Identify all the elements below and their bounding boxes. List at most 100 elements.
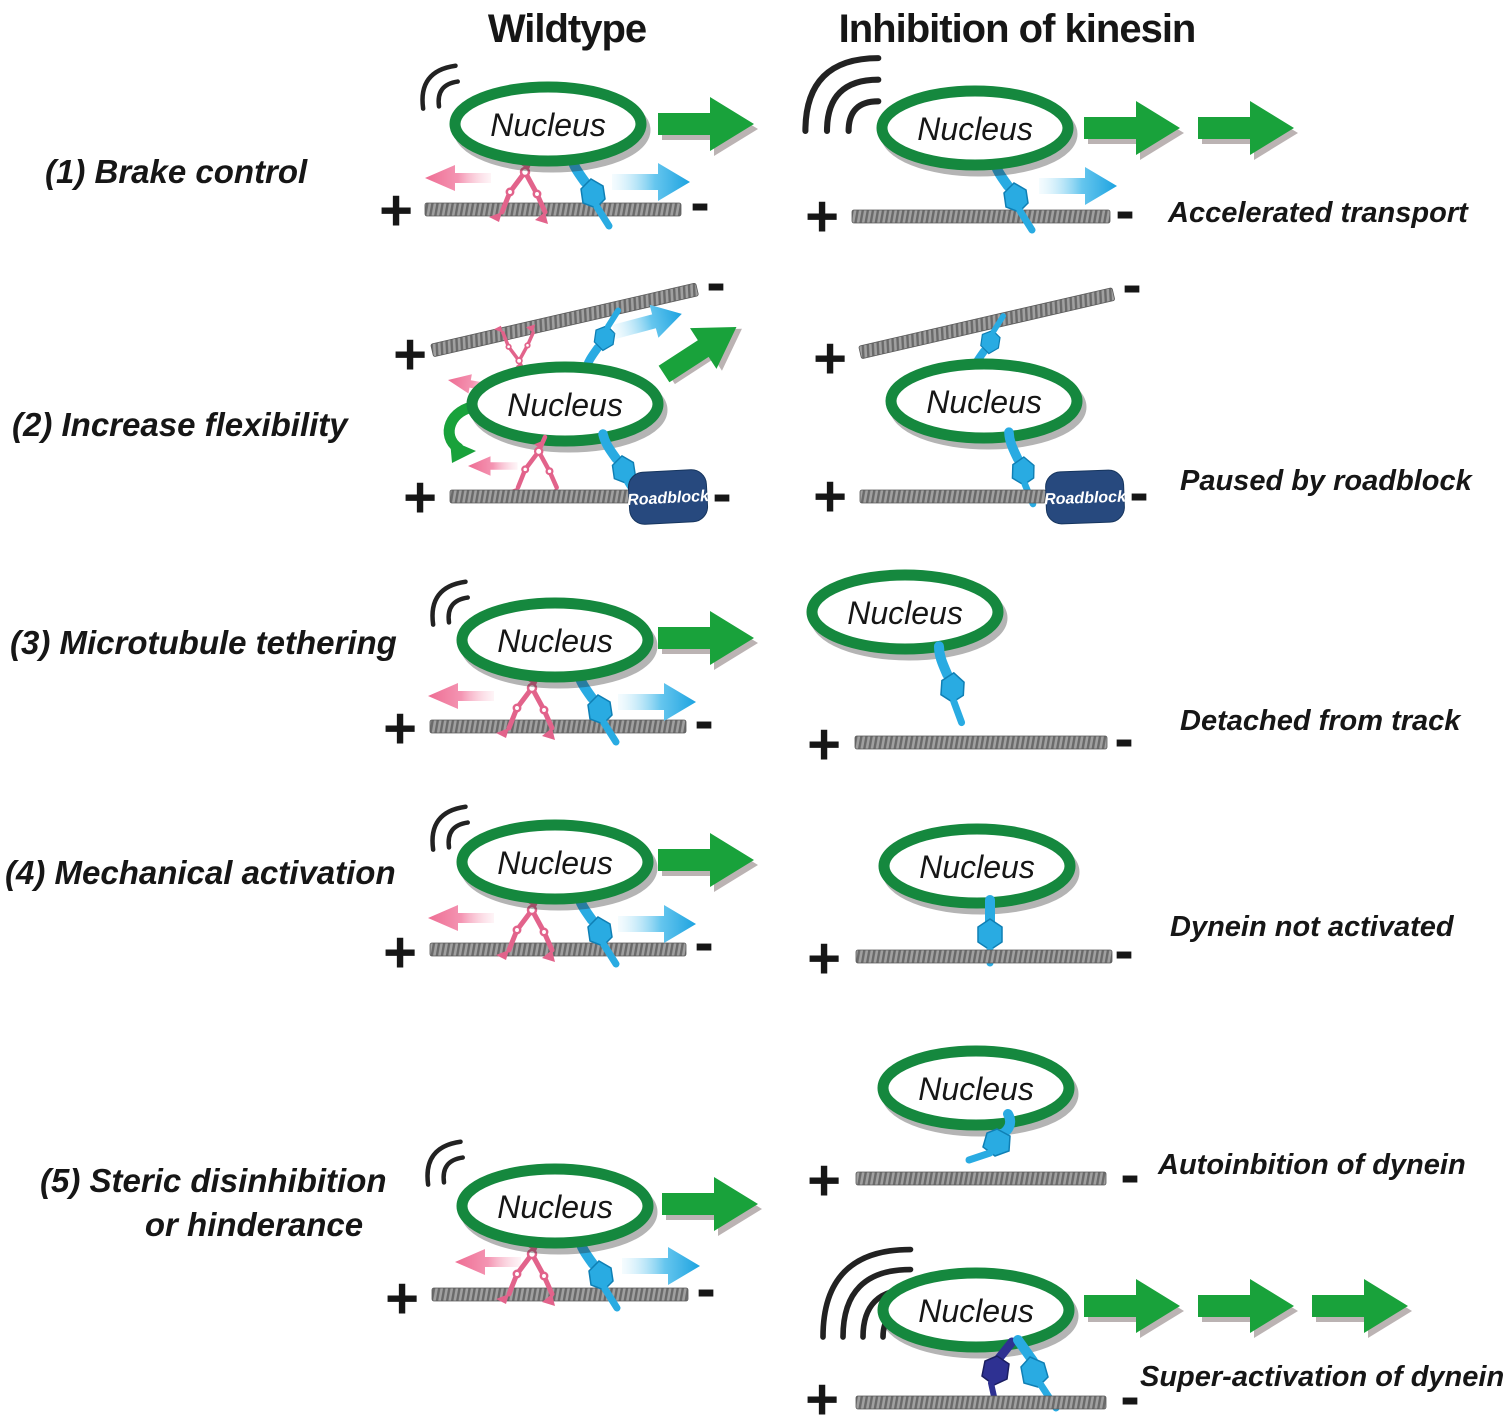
nucleus-label: Nucleus <box>926 384 1042 420</box>
kinesin-force-arrow <box>468 456 518 476</box>
microtubule-track <box>854 735 1108 750</box>
dynein-force-arrow <box>612 163 690 201</box>
row-4-mechanical-activation: (4) Mechanical activation + - Nucleus Nu… <box>5 807 1455 991</box>
nucleus: Nucleus <box>882 91 1072 171</box>
plus-end-label: + <box>807 1148 841 1213</box>
roadblock-obstacle: Roadblock <box>1044 469 1127 525</box>
vibration-arcs <box>428 807 471 850</box>
row-3-microtubule-tethering: (3) Microtubule tethering + - Nucleus Nu… <box>10 575 1462 777</box>
column-header-wildtype: Wildtype <box>488 7 646 51</box>
nucleus-label: Nucleus <box>918 1071 1034 1107</box>
kinesin-force-arrow <box>428 683 494 709</box>
dynein-force-arrow <box>1039 167 1117 205</box>
minus-end-label: - <box>1120 1142 1139 1207</box>
kinesin-force-arrow <box>425 165 491 191</box>
minus-end-label: - <box>1115 178 1134 243</box>
row-1-brake-control: (1) Brake control + - Nucleus + - Nucleu… <box>45 58 1469 249</box>
plus-end-label: + <box>805 1367 839 1421</box>
minus-end-label: - <box>1114 706 1133 771</box>
plus-end-label: + <box>379 178 413 243</box>
nucleus-label: Nucleus <box>847 595 963 631</box>
nucleus: Nucleus <box>884 829 1074 909</box>
microtubule-track <box>855 949 1113 964</box>
nucleus: Nucleus <box>812 575 1002 655</box>
minus-end-label: - <box>1114 918 1133 983</box>
dynein-force-arrow <box>622 1247 700 1285</box>
plus-end-label: + <box>807 712 841 777</box>
row-label: (1) Brake control <box>45 153 308 190</box>
nucleus-label: Nucleus <box>507 387 623 423</box>
nucleus-label: Nucleus <box>490 107 606 143</box>
plus-end-label: + <box>807 926 841 991</box>
microtubule-track <box>429 719 687 734</box>
row-label: (4) Mechanical activation <box>5 854 396 891</box>
result-caption: Dynein not activated <box>1170 911 1455 943</box>
nucleus: Nucleus <box>891 364 1081 444</box>
dynein-force-arrow <box>618 683 696 721</box>
transport-arrow <box>662 1177 762 1236</box>
transport-arrow <box>1198 1279 1298 1338</box>
plus-end-label: + <box>385 1266 419 1331</box>
result-caption: Super-activation of dynein <box>1140 1361 1504 1393</box>
minus-end-label: - <box>706 250 725 315</box>
microtubule-track <box>855 1395 1107 1410</box>
minus-end-label: - <box>1122 252 1141 317</box>
nucleus-label: Nucleus <box>497 845 613 881</box>
row-label-line2: or hinderance <box>145 1206 363 1243</box>
row-label: (2) Increase flexibility <box>12 406 349 443</box>
microtubule-track <box>429 942 687 957</box>
roadblock-box <box>627 469 709 525</box>
row-2-increase-flexibility: (2) Increase flexibility + - Nucleus Roa… <box>12 250 1474 530</box>
transport-arrow <box>658 833 758 892</box>
roadblock-label: Roadblock <box>627 488 711 509</box>
result-caption: Detached from track <box>1180 705 1462 737</box>
minus-end-label: - <box>694 910 713 975</box>
microtubule-track <box>424 202 682 217</box>
vibration-arcs <box>418 66 461 109</box>
nucleus: Nucleus <box>462 1169 652 1249</box>
transport-arrow <box>1084 101 1184 160</box>
plus-end-label: + <box>393 322 427 387</box>
microtubule-track <box>430 282 699 357</box>
roadblock-obstacle: Roadblock <box>627 469 711 525</box>
plus-end-label: + <box>805 184 839 249</box>
plus-end-label: + <box>813 326 847 391</box>
nucleus-label: Nucleus <box>918 1293 1034 1329</box>
microtubule-track <box>859 489 1047 504</box>
column-header-inhibition: Inhibition of kinesin <box>839 7 1196 51</box>
transport-arrow <box>1084 1279 1184 1338</box>
nucleus: Nucleus <box>472 367 662 447</box>
result-caption: Autoinbition of dynein <box>1157 1149 1466 1181</box>
microtubule-track <box>855 1171 1107 1186</box>
transport-arrow <box>658 97 758 156</box>
roadblock-label: Roadblock <box>1044 489 1127 509</box>
result-caption: Accelerated transport <box>1167 197 1469 229</box>
transport-arrow <box>1312 1279 1412 1338</box>
plus-end-label: + <box>383 920 417 985</box>
transport-arrow <box>658 611 758 670</box>
nucleus: Nucleus <box>462 603 652 683</box>
minus-end-label: - <box>696 1256 715 1321</box>
nucleus-label: Nucleus <box>919 849 1035 885</box>
vibration-arcs <box>423 1142 466 1185</box>
plus-end-label: + <box>383 696 417 761</box>
microtubule-track <box>851 209 1111 224</box>
plus-end-label: + <box>403 465 437 530</box>
vibration-arcs <box>428 582 471 625</box>
row-label: (3) Microtubule tethering <box>10 624 397 661</box>
nucleus-label: Nucleus <box>917 111 1033 147</box>
nucleus-label: Nucleus <box>497 1189 613 1225</box>
plus-end-label: + <box>813 464 847 529</box>
roadblock-box <box>1045 469 1125 525</box>
kinesin-force-arrow <box>455 1249 521 1275</box>
minus-end-label: - <box>690 170 709 235</box>
minus-end-label: - <box>1120 1364 1139 1421</box>
dynein-force-arrow <box>618 905 696 943</box>
microtubule-track <box>858 287 1115 359</box>
result-caption: Paused by roadblock <box>1180 465 1474 497</box>
nucleus: Nucleus <box>883 1051 1073 1131</box>
nucleus: Nucleus <box>455 87 645 167</box>
minus-end-label: - <box>712 461 731 526</box>
